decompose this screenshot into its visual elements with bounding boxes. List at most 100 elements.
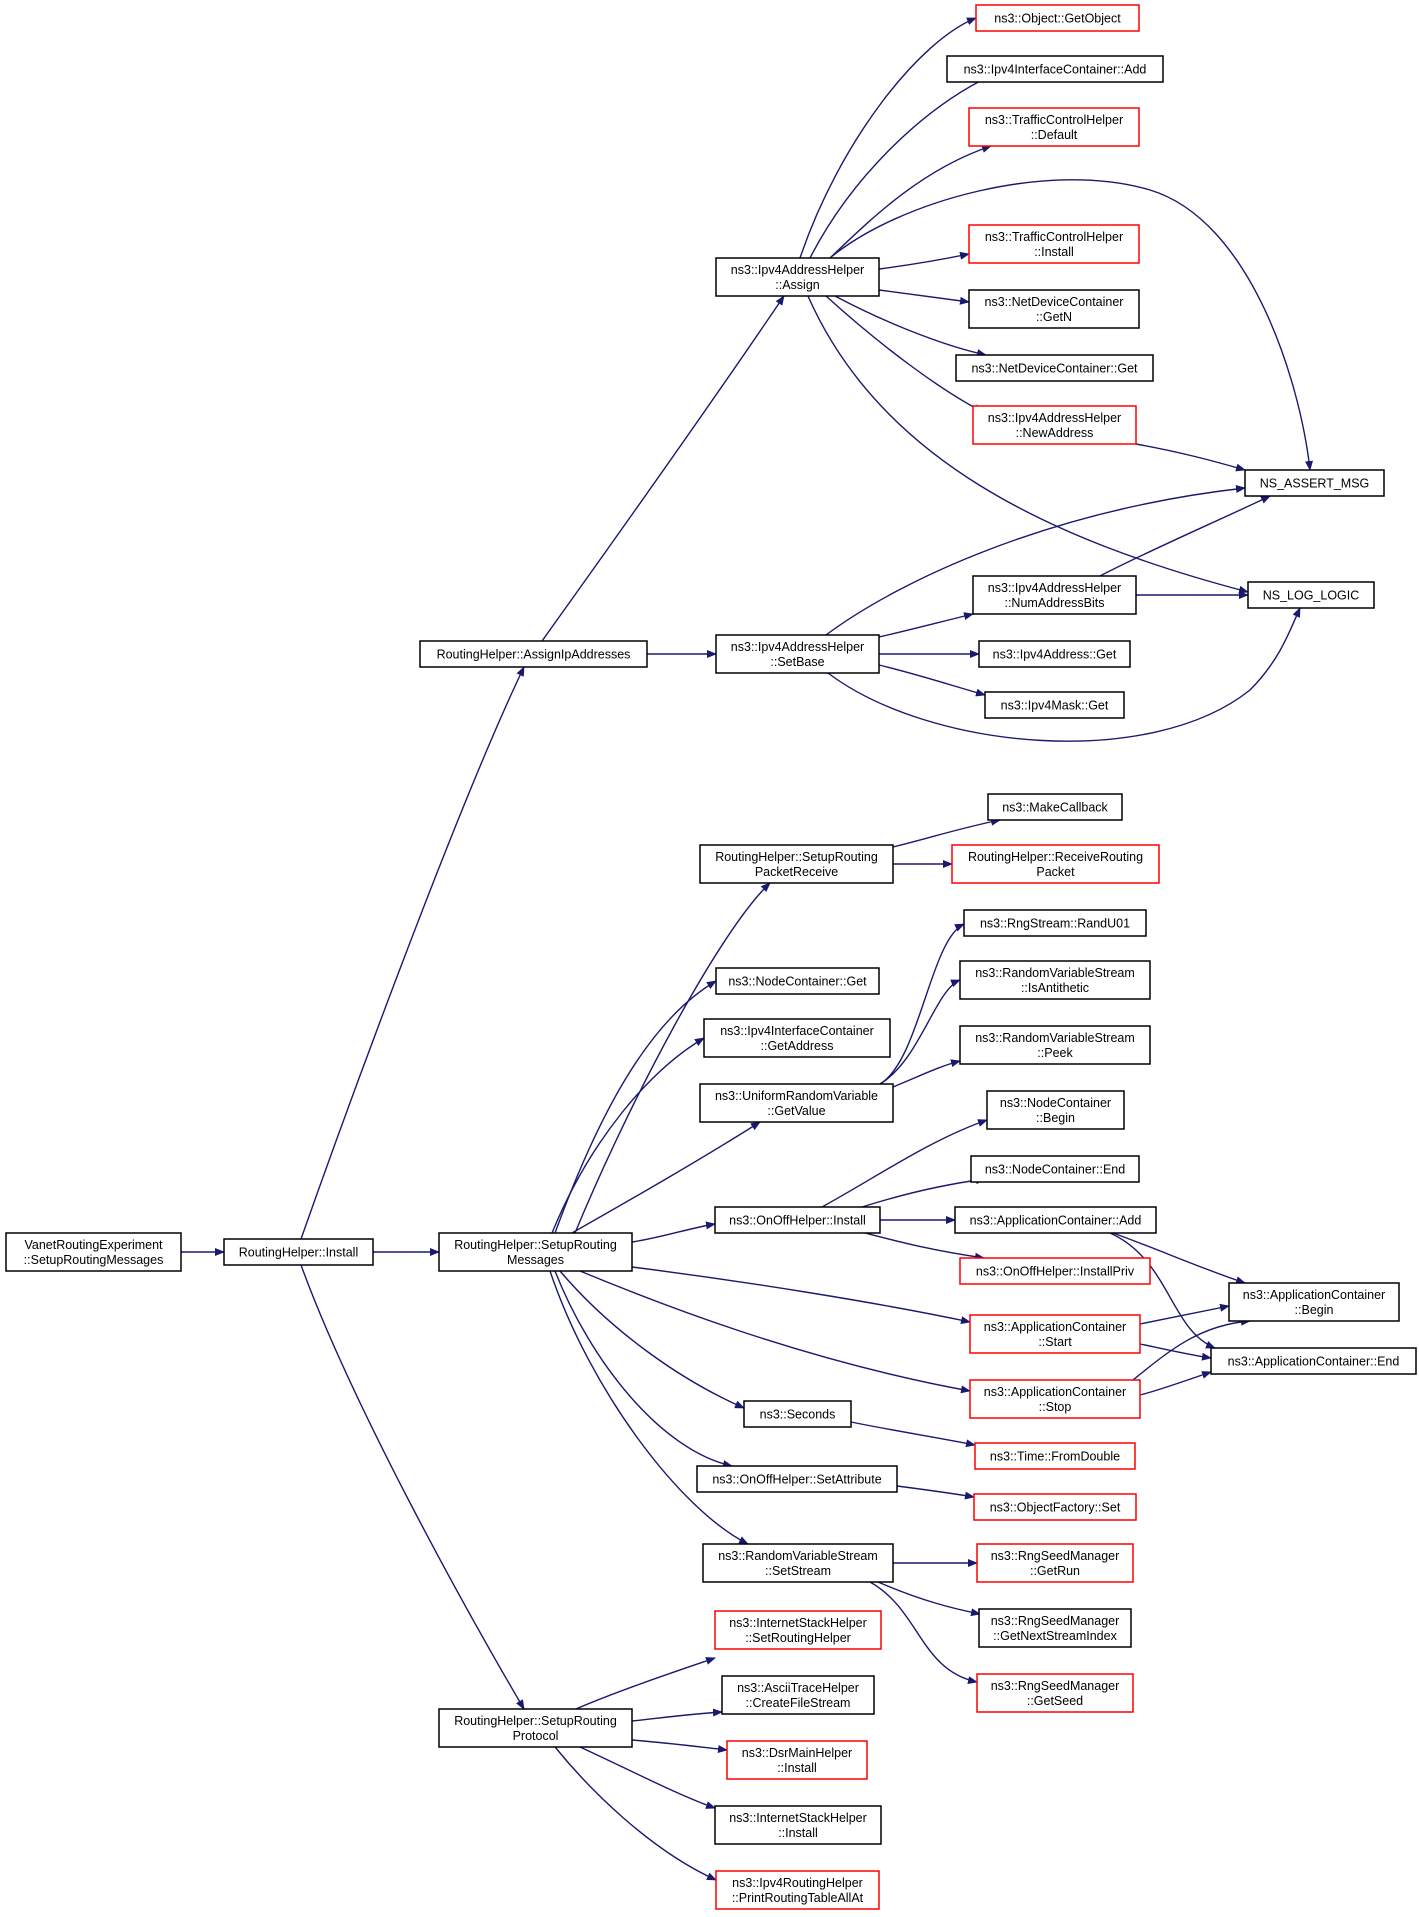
- node-object-getobject[interactable]: ns3::Object::GetObject: [975, 4, 1140, 32]
- node-box[interactable]: [721, 1675, 875, 1715]
- node-ipv4mask-get[interactable]: ns3::Ipv4Mask::Get: [984, 691, 1125, 719]
- node-box[interactable]: [969, 1314, 1141, 1354]
- node-box[interactable]: [978, 640, 1131, 668]
- node-rvs-setstream[interactable]: ns3::RandomVariableStream::SetStream: [702, 1543, 894, 1583]
- node-box[interactable]: [976, 1673, 1134, 1713]
- node-vanet[interactable]: VanetRoutingExperiment::SetupRoutingMess…: [5, 1232, 182, 1272]
- node-objfactory-set[interactable]: ns3::ObjectFactory::Set: [973, 1493, 1137, 1521]
- node-box[interactable]: [963, 909, 1147, 937]
- node-nc-get[interactable]: ns3::NodeContainer::Get: [715, 967, 880, 995]
- node-box[interactable]: [703, 1018, 891, 1058]
- node-box[interactable]: [972, 405, 1137, 445]
- node-box[interactable]: [987, 793, 1123, 821]
- node-box[interactable]: [946, 55, 1164, 83]
- node-box[interactable]: [743, 1400, 852, 1428]
- node-box[interactable]: [696, 1465, 898, 1493]
- node-box[interactable]: [976, 1543, 1134, 1583]
- node-box[interactable]: [223, 1238, 374, 1266]
- node-box[interactable]: [959, 960, 1151, 1000]
- node-rh-assignip[interactable]: RoutingHelper::AssignIpAddresses: [419, 640, 648, 668]
- node-ish-setrouting[interactable]: ns3::InternetStackHelper::SetRoutingHelp…: [714, 1610, 882, 1650]
- node-box[interactable]: [973, 1493, 1137, 1521]
- node-box[interactable]: [959, 1025, 1151, 1065]
- node-box[interactable]: [715, 967, 880, 995]
- node-time-fromdouble[interactable]: ns3::Time::FromDouble: [974, 1442, 1136, 1470]
- node-seconds[interactable]: ns3::Seconds: [743, 1400, 852, 1428]
- node-box[interactable]: [715, 1870, 880, 1910]
- node-ath-createfile[interactable]: ns3::AsciiTraceHelper::CreateFileStream: [721, 1675, 875, 1715]
- node-ipv4ah-numaddrbits[interactable]: ns3::Ipv4AddressHelper::NumAddressBits: [972, 575, 1137, 615]
- node-box[interactable]: [702, 1543, 894, 1583]
- node-rsm-getnextstream[interactable]: ns3::RngSeedManager::GetNextStreamIndex: [978, 1608, 1132, 1648]
- node-nc-begin[interactable]: ns3::NodeContainer::Begin: [986, 1090, 1125, 1130]
- node-box[interactable]: [1244, 469, 1385, 497]
- node-rh-setupmsgs[interactable]: RoutingHelper::SetupRoutingMessages: [438, 1232, 633, 1272]
- node-box[interactable]: [699, 844, 894, 884]
- node-ac-start[interactable]: ns3::ApplicationContainer::Start: [969, 1314, 1141, 1354]
- node-onoff-install[interactable]: ns3::OnOffHelper::Install: [714, 1206, 881, 1234]
- node-onoff-installpriv[interactable]: ns3::OnOffHelper::InstallPriv: [959, 1257, 1151, 1285]
- node-makecallback[interactable]: ns3::MakeCallback: [987, 793, 1123, 821]
- node-dsr-install[interactable]: ns3::DsrMainHelper::Install: [726, 1740, 868, 1780]
- node-box[interactable]: [978, 1608, 1132, 1648]
- node-tch-default[interactable]: ns3::TrafficControlHelper::Default: [968, 107, 1140, 147]
- node-box[interactable]: [1228, 1282, 1400, 1322]
- node-ipv4ah-newaddress[interactable]: ns3::Ipv4AddressHelper::NewAddress: [972, 405, 1137, 445]
- node-box[interactable]: [959, 1257, 1151, 1285]
- node-box[interactable]: [699, 1083, 894, 1123]
- node-box[interactable]: [954, 1206, 1157, 1234]
- node-rsm-getseed[interactable]: ns3::RngSeedManager::GetSeed: [976, 1673, 1134, 1713]
- node-box[interactable]: [974, 1442, 1136, 1470]
- node-ac-add[interactable]: ns3::ApplicationContainer::Add: [954, 1206, 1157, 1234]
- node-rsm-getrun[interactable]: ns3::RngSeedManager::GetRun: [976, 1543, 1134, 1583]
- node-ac-end[interactable]: ns3::ApplicationContainer::End: [1210, 1347, 1417, 1375]
- node-rng-randu01[interactable]: ns3::RngStream::RandU01: [963, 909, 1147, 937]
- node-box[interactable]: [972, 575, 1137, 615]
- node-box[interactable]: [715, 257, 880, 297]
- node-ac-stop[interactable]: ns3::ApplicationContainer::Stop: [969, 1379, 1141, 1419]
- node-box[interactable]: [984, 691, 1125, 719]
- node-ns-log-logic[interactable]: NS_LOG_LOGIC: [1247, 581, 1375, 609]
- node-nc-end[interactable]: ns3::NodeContainer::End: [970, 1155, 1140, 1183]
- node-tch-install[interactable]: ns3::TrafficControlHelper::Install: [968, 224, 1140, 264]
- node-box[interactable]: [968, 107, 1140, 147]
- node-rvs-isantithetic[interactable]: ns3::RandomVariableStream::IsAntithetic: [959, 960, 1151, 1000]
- node-box[interactable]: [5, 1232, 182, 1272]
- node-box[interactable]: [955, 354, 1154, 382]
- node-box[interactable]: [438, 1232, 633, 1272]
- node-ndc-get[interactable]: ns3::NetDeviceContainer::Get: [955, 354, 1154, 382]
- node-box[interactable]: [714, 1610, 882, 1650]
- node-onoff-setattr[interactable]: ns3::OnOffHelper::SetAttribute: [696, 1465, 898, 1493]
- node-ipv4rh-print[interactable]: ns3::Ipv4RoutingHelper::PrintRoutingTabl…: [715, 1870, 880, 1910]
- node-box[interactable]: [975, 4, 1140, 32]
- node-box[interactable]: [438, 1708, 633, 1748]
- node-ipv4ah-setbase[interactable]: ns3::Ipv4AddressHelper::SetBase: [715, 634, 880, 674]
- node-box[interactable]: [951, 844, 1160, 884]
- node-ish-install[interactable]: ns3::InternetStackHelper::Install: [714, 1805, 882, 1845]
- node-box[interactable]: [1247, 581, 1375, 609]
- node-ndc-getn[interactable]: ns3::NetDeviceContainer::GetN: [968, 289, 1140, 329]
- node-box[interactable]: [1210, 1347, 1417, 1375]
- node-box[interactable]: [968, 289, 1140, 329]
- node-ipv4ic-getaddress[interactable]: ns3::Ipv4InterfaceContainer::GetAddress: [703, 1018, 891, 1058]
- node-ac-begin[interactable]: ns3::ApplicationContainer::Begin: [1228, 1282, 1400, 1322]
- node-box[interactable]: [970, 1155, 1140, 1183]
- node-box[interactable]: [968, 224, 1140, 264]
- node-ipv4addr-get[interactable]: ns3::Ipv4Address::Get: [978, 640, 1131, 668]
- node-ns-assert-msg[interactable]: NS_ASSERT_MSG: [1244, 469, 1385, 497]
- node-box[interactable]: [969, 1379, 1141, 1419]
- node-ipv4ic-add[interactable]: ns3::Ipv4InterfaceContainer::Add: [946, 55, 1164, 83]
- node-box[interactable]: [726, 1740, 868, 1780]
- node-box[interactable]: [714, 1805, 882, 1845]
- node-rvs-peek[interactable]: ns3::RandomVariableStream::Peek: [959, 1025, 1151, 1065]
- node-box[interactable]: [986, 1090, 1125, 1130]
- node-box[interactable]: [714, 1206, 881, 1234]
- node-rh-install[interactable]: RoutingHelper::Install: [223, 1238, 374, 1266]
- node-ipv4ah-assign[interactable]: ns3::Ipv4AddressHelper::Assign: [715, 257, 880, 297]
- node-urv-getvalue[interactable]: ns3::UniformRandomVariable::GetValue: [699, 1083, 894, 1123]
- node-box[interactable]: [715, 634, 880, 674]
- node-box[interactable]: [419, 640, 648, 668]
